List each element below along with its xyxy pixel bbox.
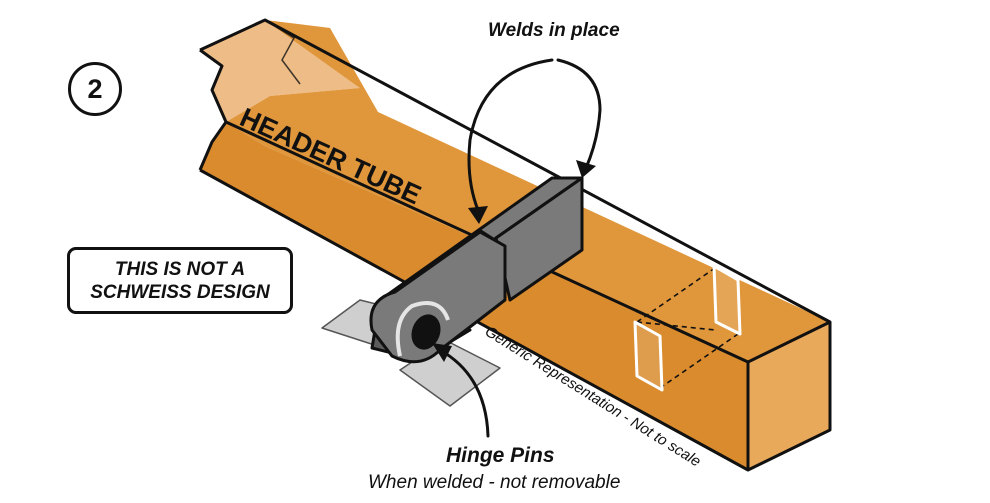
weld-arrow-heads — [468, 160, 596, 224]
hinge-arrow — [438, 348, 490, 438]
tube-outline — [198, 18, 832, 472]
tube-top-face — [226, 20, 830, 362]
weld-arrows — [467, 58, 602, 212]
weld-seam-lines — [479, 229, 506, 300]
hinge-pin-hole — [411, 314, 441, 350]
hinge-bar — [369, 176, 584, 364]
step-number: 2 — [87, 73, 103, 104]
step-badge: 2 — [68, 62, 122, 116]
hinge-subtitle: When welded - not removable — [368, 472, 620, 493]
disclaimer-line-1: THIS IS NOT A — [114, 258, 246, 280]
hidden-edges — [636, 267, 739, 389]
disclaimer-line-2: SCHWEISS DESIGN — [90, 281, 270, 303]
welds-label: Welds in place — [488, 20, 620, 41]
disclaimer-box: THIS IS NOT A SCHWEISS DESIGN — [67, 247, 293, 314]
tube-cut-lines — [264, 19, 301, 85]
hinge-arrow-head — [432, 343, 452, 362]
tube-end-face — [748, 322, 830, 470]
hinge-knuckle-rim — [395, 301, 450, 357]
hinge-title: Hinge Pins — [446, 444, 555, 467]
internal-plates — [633, 264, 742, 392]
